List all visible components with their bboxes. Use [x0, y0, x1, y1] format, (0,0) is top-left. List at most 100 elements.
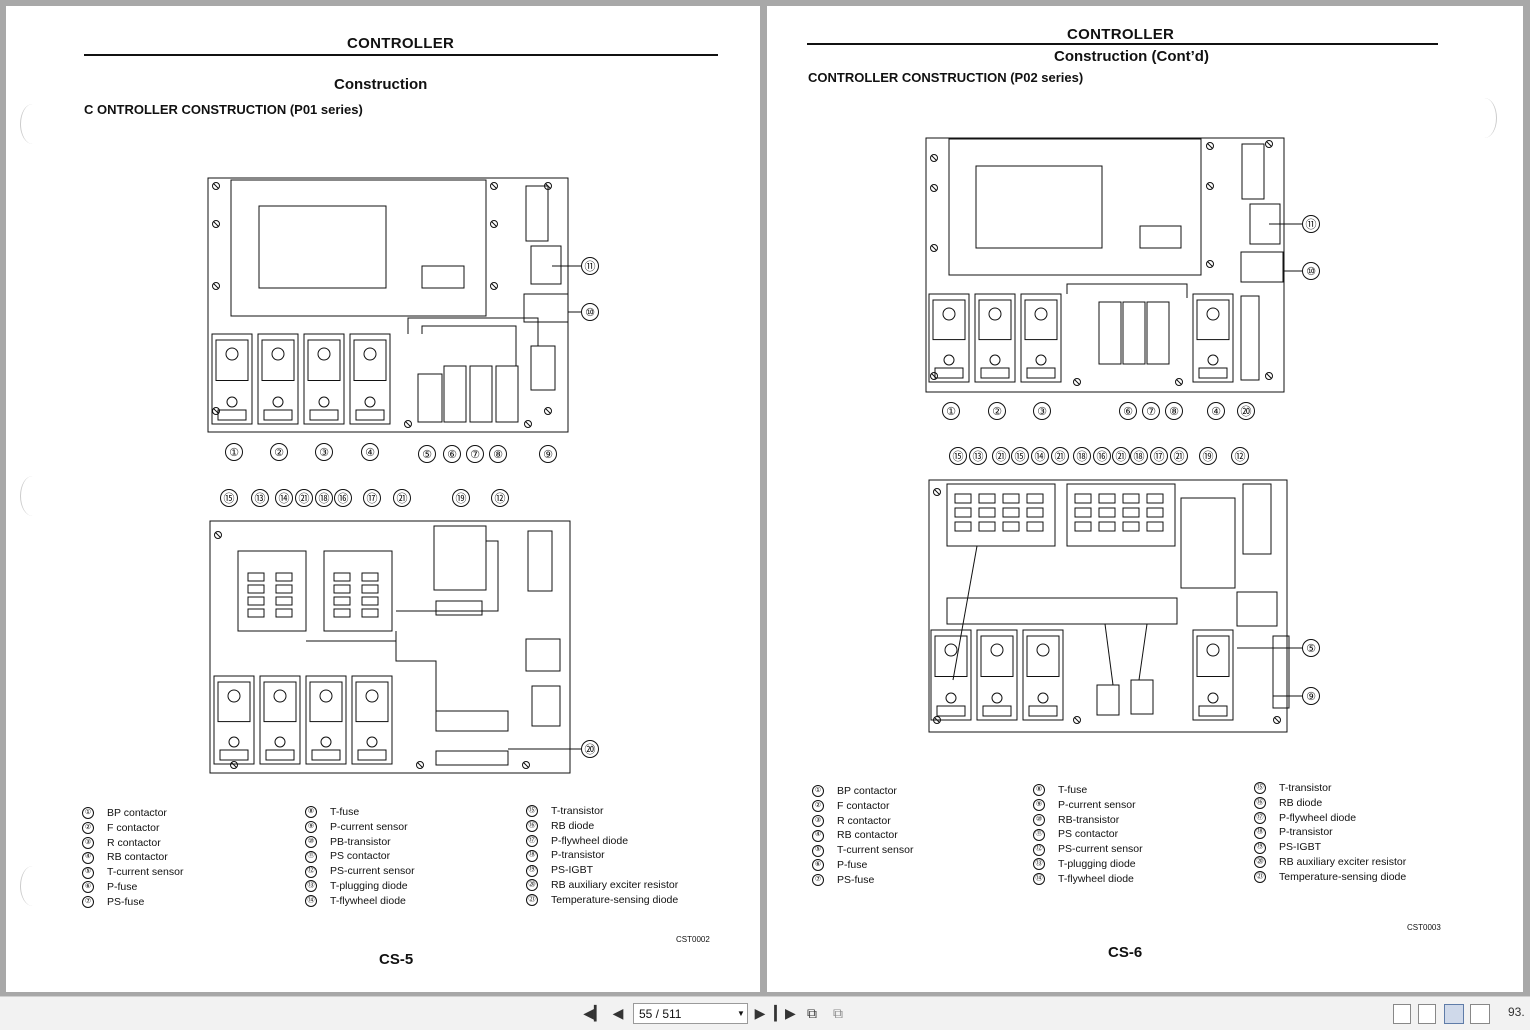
ps-igbt	[1180, 497, 1236, 589]
two-page-continuous-icon[interactable]	[1470, 1004, 1490, 1024]
contactor-body	[976, 629, 1018, 721]
page-number-select[interactable]: 55 / 511 ▼	[633, 1003, 748, 1024]
legend-number: ⑫	[1033, 843, 1045, 856]
callout-label: ⑨	[1306, 690, 1316, 703]
terminal-block	[1198, 705, 1228, 717]
legend-number: ⑤	[812, 844, 824, 857]
screw-slot	[1074, 379, 1080, 385]
legend-number: ⑲	[526, 864, 538, 877]
scan-artifact	[1472, 98, 1497, 138]
screw	[230, 761, 238, 769]
screw-slot	[417, 762, 423, 768]
module-terminal	[1122, 493, 1140, 504]
terminal-bolt	[273, 689, 287, 703]
module-terminal	[1026, 521, 1044, 532]
contactor-body	[1020, 293, 1062, 383]
legend-label: P-transistor	[1279, 826, 1333, 839]
legend-label: PS-fuse	[837, 873, 875, 886]
continuous-icon[interactable]	[1418, 1004, 1436, 1024]
legend-label: PS-IGBT	[551, 864, 594, 877]
transistor-module	[237, 550, 307, 632]
terminal-bolt	[944, 643, 958, 657]
terminal-strip	[946, 597, 1178, 625]
callout-label: ㉑	[299, 492, 310, 505]
contactor-coil	[261, 339, 295, 381]
chevron-down-icon: ▼	[737, 1009, 745, 1018]
callout-circle	[1165, 402, 1183, 420]
contactor-body	[349, 333, 391, 425]
contactor-coil	[217, 681, 251, 723]
legend-label: PB-transistor	[330, 835, 391, 848]
legend-number: ⑯	[1254, 797, 1266, 810]
callout-circle	[1130, 447, 1148, 465]
zoom-level: 93.	[1508, 1005, 1525, 1019]
callout-circle	[220, 489, 238, 507]
header-rule	[84, 54, 718, 56]
callout-label: ④	[365, 446, 375, 459]
callout-circle	[581, 303, 599, 321]
screw-slot	[231, 762, 237, 768]
module-terminal	[361, 572, 379, 582]
two-page-icon[interactable]	[1444, 1004, 1464, 1024]
legend-label: T-flywheel diode	[330, 894, 406, 907]
legend-label: Temperature-sensing diode	[551, 893, 679, 906]
terminal-bolt	[320, 736, 332, 748]
fit-page-icon[interactable]: ⧉	[833, 1004, 843, 1021]
legend-number: ⑳	[526, 879, 538, 892]
callout-label: ⑲	[456, 492, 467, 505]
callout-circle	[969, 447, 987, 465]
screw	[1265, 140, 1273, 148]
callout-circle	[1073, 447, 1091, 465]
fuse	[495, 365, 519, 423]
callout-circle	[1302, 639, 1320, 657]
callout-circle	[1093, 447, 1111, 465]
callout-label: ⑰	[367, 492, 378, 505]
legend-number: ①	[82, 807, 94, 820]
prev-page-icon[interactable]: ◀	[612, 1004, 624, 1021]
legend-label: PS-current sensor	[330, 865, 415, 878]
legend-number: ⑨	[1033, 799, 1045, 812]
last-page-icon[interactable]: ▎▶	[774, 1004, 796, 1021]
single-page-icon[interactable]	[1393, 1004, 1411, 1024]
first-page-icon[interactable]: ◀▎	[583, 1004, 605, 1021]
fuse-holder	[1242, 483, 1272, 555]
module-terminal	[333, 584, 351, 594]
fit-width-icon[interactable]: ⧉	[807, 1004, 817, 1021]
contactor-body	[213, 675, 255, 765]
screw-slot	[1176, 379, 1182, 385]
callout-label: ⑯	[1097, 450, 1108, 463]
callout-label: ⑮	[224, 492, 235, 505]
screw	[1265, 372, 1273, 380]
current-sensor	[531, 685, 561, 727]
next-page-icon[interactable]: ▶	[754, 1004, 766, 1021]
terminal-bolt	[1206, 307, 1220, 321]
callout-label: ⑫	[495, 492, 506, 505]
legend-number: ⑧	[305, 806, 317, 819]
callout-label: ⑭	[1035, 450, 1046, 463]
legend-label: T-transistor	[551, 805, 604, 817]
callout-label: ⑭	[279, 492, 290, 505]
legend-label: T-current sensor	[837, 844, 914, 857]
callout-label: ⑬	[973, 450, 984, 463]
module-terminal	[1002, 493, 1020, 504]
module-terminal	[361, 584, 379, 594]
screw-slot	[213, 221, 219, 227]
contactor-coil	[934, 635, 968, 677]
module-terminal	[275, 596, 293, 606]
contactor-coil	[355, 681, 389, 723]
terminal-bolt	[364, 396, 376, 408]
fuse-holder	[527, 530, 553, 592]
terminal-bolt	[989, 354, 1001, 366]
terminal-bolt	[1207, 354, 1219, 366]
module-terminal	[1002, 507, 1020, 518]
callout-circle	[225, 443, 243, 461]
scan-artifact	[20, 104, 45, 144]
contactor-coil	[309, 681, 343, 723]
